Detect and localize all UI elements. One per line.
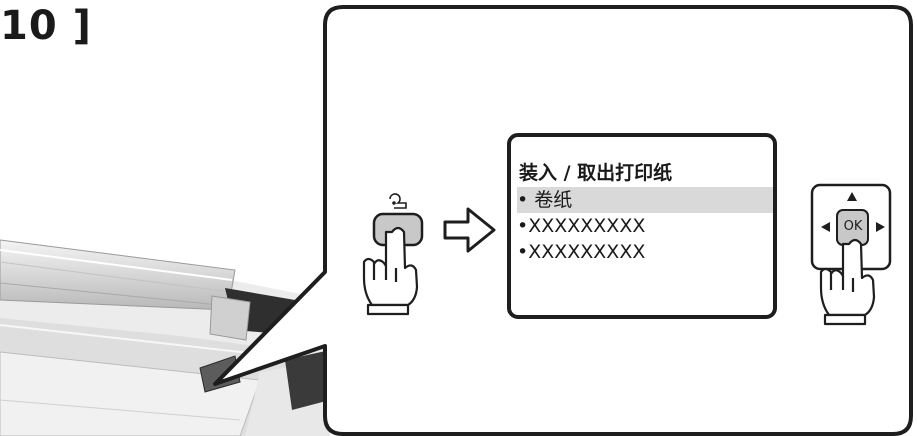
navigation-pad: OK: [810, 183, 892, 271]
step-number: 10 ]: [0, 3, 92, 49]
printer-illustration: [0, 239, 330, 436]
menu-item-roll-paper[interactable]: • 卷纸: [517, 187, 773, 213]
menu-item[interactable]: •XXXXXXXXX: [517, 241, 646, 263]
control-panel-screen: 装入 / 取出打印纸 • 卷纸 •XXXXXXXXX •XXXXXXXXX: [507, 133, 777, 319]
pointing-hand-icon: [362, 226, 419, 316]
right-arrow-icon: [443, 207, 496, 253]
screen-title: 装入 / 取出打印纸: [519, 162, 673, 184]
right-nav-arrow-icon: [876, 222, 885, 232]
left-arrow-icon: [821, 222, 830, 232]
ok-key-label: OK: [844, 219, 863, 234]
up-arrow-icon: [847, 192, 857, 201]
pointing-hand-icon: [819, 238, 876, 326]
roll-paper-icon: [389, 193, 407, 209]
menu-item[interactable]: •XXXXXXXXX: [517, 215, 646, 237]
